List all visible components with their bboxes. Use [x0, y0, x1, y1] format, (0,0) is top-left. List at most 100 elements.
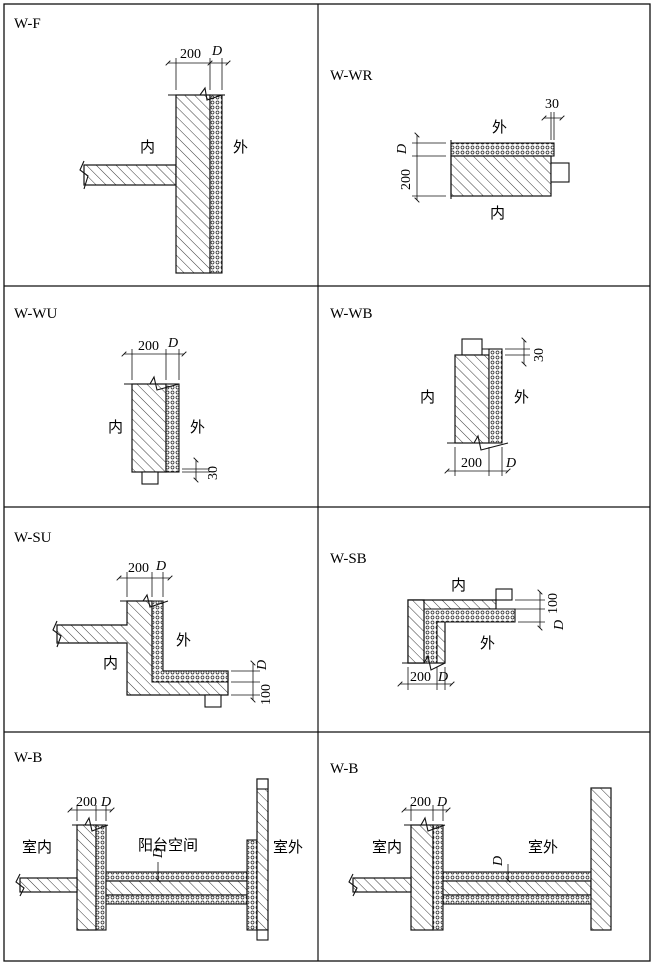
- dim-label: D: [211, 44, 222, 59]
- panel-title: W-WR: [330, 68, 373, 84]
- label-inside: 内: [108, 418, 123, 436]
- panel-w-wu: W-WU 200 D 30 内 外: [14, 306, 221, 485]
- panel-w-wr: W-WR D 200 30 外 内: [330, 68, 570, 222]
- break-line: [447, 434, 509, 451]
- dim-label: D: [491, 856, 506, 867]
- break-line: [348, 873, 358, 897]
- dim-label: D: [151, 848, 166, 859]
- panel-title: W-SB: [330, 551, 367, 567]
- panel-w-b-balcony: W-B 200 D D 室内 阳台空间 室外: [14, 750, 303, 941]
- dim-label: 200: [399, 169, 414, 190]
- insulation-layer: [450, 142, 555, 157]
- dim-label: D: [255, 660, 270, 671]
- break-line: [124, 375, 180, 391]
- dim-label: D: [436, 795, 447, 810]
- insulation-layer: [442, 871, 592, 882]
- dim-label: 200: [180, 47, 201, 62]
- edge-block: [461, 338, 483, 356]
- break-line: [72, 816, 109, 832]
- floor-slab: [19, 877, 78, 893]
- label-inside: 内: [490, 204, 505, 222]
- wall-concrete: [76, 824, 97, 931]
- label-balcony-space: 阳台空间: [138, 836, 198, 854]
- insulation-layer: [432, 824, 444, 931]
- label-inside: 内: [420, 388, 435, 406]
- insulation-layer: [488, 348, 503, 444]
- floor-slab: [83, 164, 177, 186]
- edge-block: [141, 471, 159, 485]
- dim-label: D: [155, 559, 166, 574]
- edge-block: [256, 778, 269, 790]
- dim-label: 200: [128, 561, 149, 576]
- parapet-wall: [256, 778, 269, 931]
- wall-concrete: [410, 824, 434, 931]
- table-grid: [3, 3, 651, 962]
- break-line: [404, 816, 446, 832]
- insulation-layer: [105, 894, 248, 905]
- panel-w-sb: W-SB 100 D 200 D 内 外: [330, 551, 567, 690]
- wall-concrete-vertical: [407, 599, 425, 664]
- label-inside: 内: [451, 576, 466, 594]
- label-outside: 外: [492, 118, 507, 136]
- dim-label: D: [437, 670, 448, 685]
- panel-title: W-WU: [14, 306, 57, 322]
- panel-title: W-B: [14, 750, 42, 766]
- label-inside: 内: [103, 654, 118, 672]
- edge-block: [550, 162, 570, 183]
- wall-concrete: [131, 383, 167, 473]
- balcony-slab: [105, 880, 248, 896]
- label-outside: 外: [176, 631, 191, 649]
- break-line: [15, 873, 25, 897]
- label-inside: 内: [140, 138, 155, 156]
- insulation-layer: [442, 894, 592, 905]
- panel-title: W-SU: [14, 530, 52, 546]
- dim-label: D: [552, 620, 567, 631]
- insulation-layer: [105, 871, 248, 882]
- panel-title: W-WB: [330, 306, 373, 322]
- dim-label: 200: [461, 456, 482, 471]
- label-outdoor: 室外: [273, 838, 303, 856]
- dim-label: 30: [532, 348, 547, 362]
- panel-w-b: W-B 200 D D 室内 室外: [330, 761, 612, 931]
- insulation-layer: [95, 824, 107, 931]
- label-outdoor: 室外: [528, 838, 558, 856]
- balcony-slab: [442, 880, 592, 896]
- dim-label: 200: [76, 795, 97, 810]
- roof-slab: [450, 155, 552, 197]
- dim-label: 200: [410, 670, 431, 685]
- insulation-layer: [165, 383, 180, 473]
- dim-label: D: [167, 336, 178, 351]
- break-line: [79, 160, 89, 190]
- dim-label: 30: [206, 466, 221, 480]
- edge-block: [204, 694, 222, 708]
- label-indoor: 室内: [22, 838, 52, 856]
- label-outside: 外: [233, 138, 248, 156]
- dim-label: 30: [545, 97, 559, 112]
- label-outside: 外: [514, 388, 529, 406]
- insulation-layer: [246, 839, 258, 931]
- wall-concrete: [175, 94, 211, 274]
- panel-w-f: W-F 200 D 内 外: [14, 16, 248, 274]
- dim-label: D: [100, 795, 111, 810]
- label-indoor: 室内: [372, 838, 402, 856]
- label-outside: 外: [480, 634, 495, 652]
- panel-title: W-B: [330, 761, 358, 777]
- break-line: [52, 620, 62, 648]
- floor-slab: [352, 877, 412, 893]
- balcony-upstand: [590, 787, 612, 931]
- panel-w-wb: W-WB 30 200 D 内 外: [330, 306, 547, 476]
- insulation-layer: [151, 600, 229, 683]
- insulation-layer: [209, 94, 223, 274]
- label-outside: 外: [190, 418, 205, 436]
- dim-label: D: [395, 144, 410, 155]
- dim-label: 200: [410, 795, 431, 810]
- dim-label: 100: [259, 684, 274, 705]
- edge-block: [495, 588, 513, 601]
- edge-block: [256, 929, 269, 941]
- break-line: [120, 593, 169, 608]
- break-line: [168, 86, 223, 101]
- wall-concrete: [454, 354, 490, 444]
- dim-label: 100: [546, 593, 561, 614]
- dim-label: 200: [138, 339, 159, 354]
